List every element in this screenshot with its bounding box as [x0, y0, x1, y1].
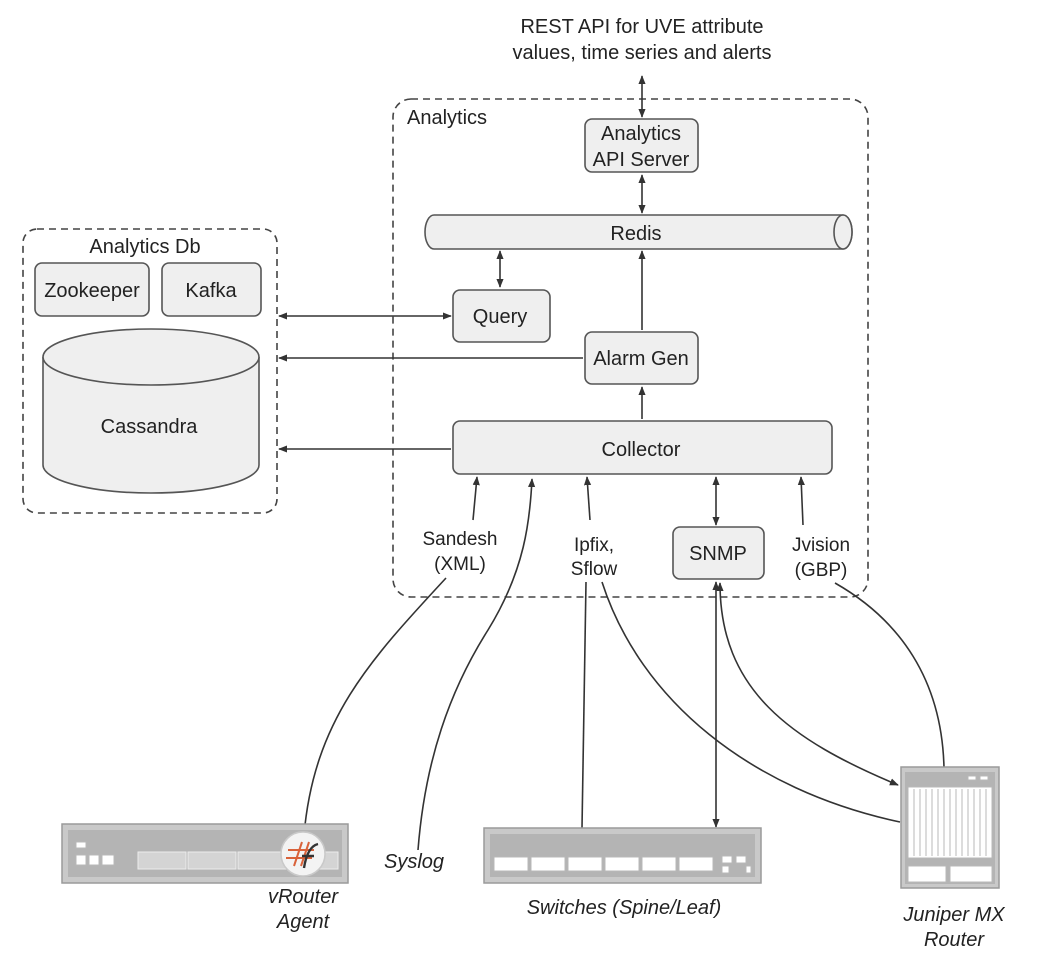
kafka-label: Kafka	[185, 280, 237, 302]
collector-label: Collector	[602, 439, 681, 461]
zookeeper-box[interactable]	[34, 262, 150, 317]
arrow-sandesh-collector	[472, 476, 480, 521]
alarm-gen-box[interactable]	[584, 331, 699, 385]
analytics-group	[392, 98, 869, 598]
switches-label: Switches (Spine/Leaf)	[527, 897, 722, 919]
query-box[interactable]	[452, 289, 551, 343]
vrouter-label-line1: vRouter	[268, 886, 339, 908]
alarm-gen-label: Alarm Gen	[593, 348, 689, 370]
api-label-line1: REST API for UVE attribute	[520, 16, 763, 38]
snmp-label: SNMP	[689, 543, 747, 565]
api-label-line2: values, time series and alerts	[512, 42, 771, 64]
redis-label: Redis	[610, 223, 661, 245]
kafka-box[interactable]	[161, 262, 262, 317]
analytics-group-label: Analytics	[407, 107, 487, 129]
arrow-jvision-collector	[797, 476, 805, 526]
vrouter-logo-icon	[280, 831, 326, 877]
analytics-db-group-label: Analytics Db	[89, 236, 200, 258]
analytics-db-group	[22, 228, 278, 514]
ipfix-label-line1: Ipfix,	[574, 535, 614, 556]
link-jvision-juniper	[834, 582, 945, 769]
sandesh-label-line2: (XML)	[434, 554, 486, 575]
snmp-box[interactable]	[672, 526, 765, 580]
api-server-label-line1: Analytics	[601, 123, 681, 145]
juniper-router-device[interactable]	[900, 766, 1000, 889]
api-server-label-line2: API Server	[593, 149, 690, 171]
link-switches-ipfix	[581, 581, 587, 829]
ipfix-label-line2: Sflow	[571, 559, 618, 580]
cassandra-cylinder[interactable]	[42, 328, 260, 494]
syslog-label: Syslog	[384, 851, 444, 873]
juniper-label-line2: Router	[924, 929, 985, 951]
cassandra-label: Cassandra	[101, 416, 199, 438]
redis-pipe[interactable]	[424, 214, 853, 250]
query-label: Query	[473, 306, 527, 328]
link-syslog-collector	[417, 478, 536, 851]
link-vrouter-sandesh	[303, 577, 447, 836]
jvision-label-line1: Jvision	[792, 535, 850, 556]
arrow-ipfix-collector	[583, 476, 592, 521]
link-ipfix-juniper	[601, 581, 901, 823]
api-server-box[interactable]	[584, 118, 699, 173]
collector-box[interactable]	[452, 420, 833, 475]
vrouter-label-line2: Agent	[276, 911, 331, 933]
zookeeper-label: Zookeeper	[44, 280, 140, 302]
sandesh-label-line1: Sandesh	[422, 529, 497, 550]
switch-device[interactable]	[483, 827, 762, 884]
jvision-label-line2: (GBP)	[795, 560, 848, 581]
link-snmp-juniper-a	[716, 582, 899, 786]
juniper-label-line1: Juniper MX	[902, 904, 1005, 926]
